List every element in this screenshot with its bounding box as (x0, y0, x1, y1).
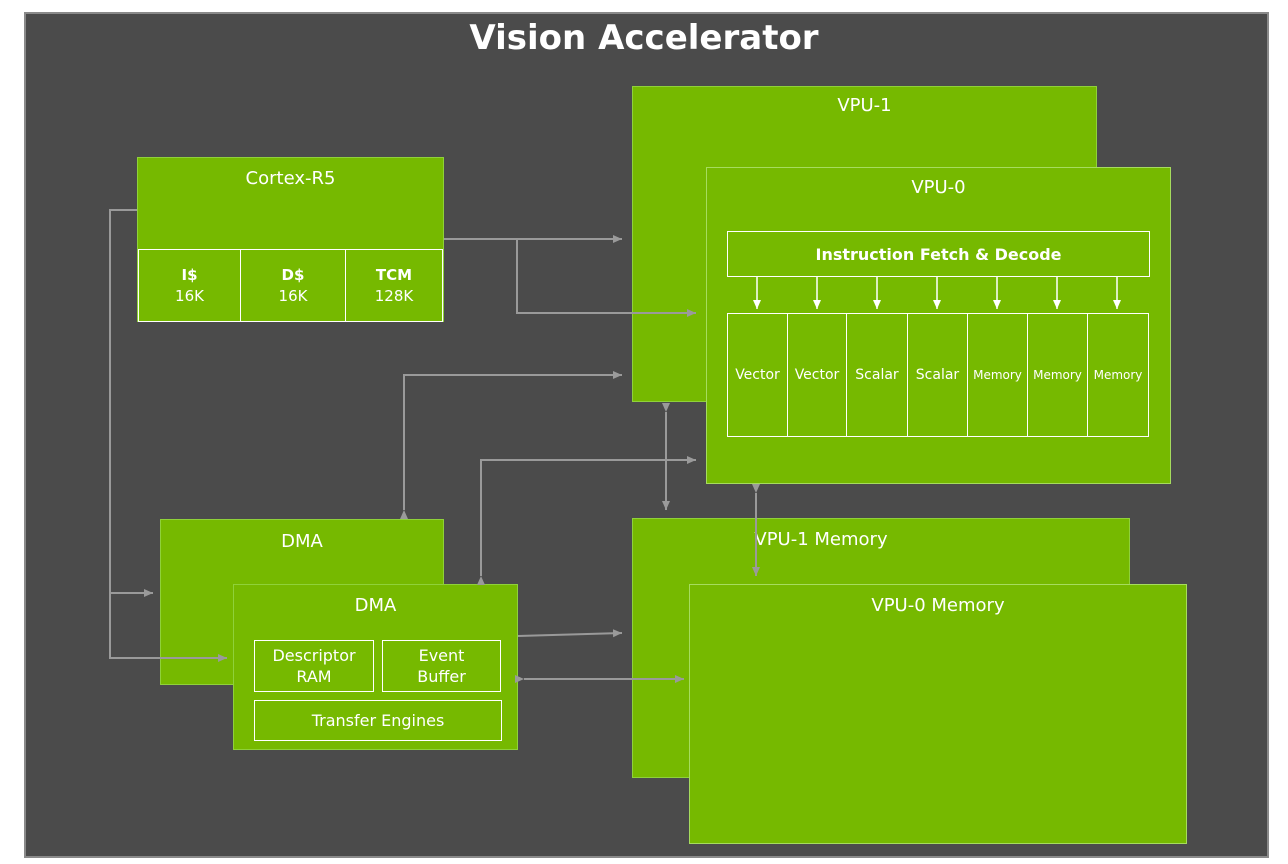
arrow-cortex-to-dma-back (109, 209, 153, 597)
cache-data: D$ 16K (240, 249, 346, 322)
cortex-r5-label: Cortex-R5 (245, 168, 336, 189)
cache-tcm: TCM 128K (345, 249, 443, 322)
descriptor-ram: Descriptor RAM (254, 640, 374, 692)
cache-data-size: 16K (278, 286, 308, 305)
vpu0-label: VPU-0 (911, 177, 966, 198)
cache-data-name: D$ (281, 265, 305, 284)
dma-back-label: DMA (281, 531, 323, 552)
arrow-cortex-to-dma-front (109, 593, 227, 662)
arrow-dma-front-to-vpu1-memory (517, 629, 623, 638)
dma-front-block: DMA Descriptor RAM Event Buffer Transfer… (233, 584, 518, 750)
vpu1-memory-label: VPU-1 Memory (754, 529, 888, 550)
vpu0-memory-label: VPU-0 Memory (871, 595, 1005, 616)
vpu0-block: VPU-0 Instruction Fetch & Decode Vector … (706, 167, 1171, 484)
cache-instruction: I$ 16K (138, 249, 241, 322)
diagram-title: Vision Accelerator (469, 18, 819, 58)
cache-instruction-name: I$ (181, 265, 198, 284)
vpu1-label: VPU-1 (837, 95, 892, 116)
transfer-engines: Transfer Engines (254, 700, 502, 741)
arrow-cortex-to-vpu0 (516, 239, 696, 317)
cache-instruction-size: 16K (175, 286, 204, 305)
cache-tcm-size: 128K (374, 286, 414, 305)
cache-tcm-name: TCM (375, 265, 413, 284)
functional-unit-memory-3: Memory (1087, 313, 1149, 437)
arrow-dma-front-vpu0 (477, 456, 696, 585)
dma-front-label: DMA (354, 595, 397, 616)
arrow-dma-back-vpu1 (400, 371, 622, 519)
cortex-r5-block: Cortex-R5 I$ 16K D$ 16K TCM 128K (137, 157, 444, 322)
instruction-fetch-decode: Instruction Fetch & Decode (727, 231, 1150, 277)
vpu0-memory-block: VPU-0 Memory (689, 584, 1187, 844)
event-buffer: Event Buffer (382, 640, 501, 692)
functional-units: Vector Vector Scalar Scalar Memory Memor… (727, 313, 1149, 437)
